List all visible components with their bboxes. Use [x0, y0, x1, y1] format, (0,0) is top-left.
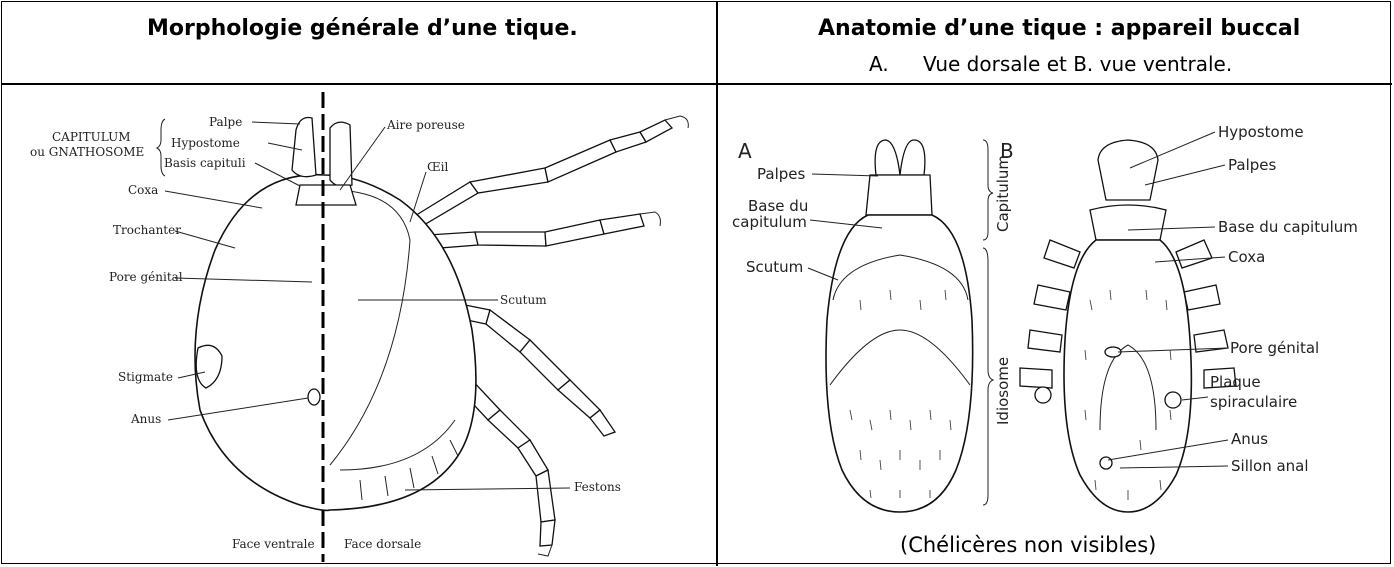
- label-hypostome-b: Hypostome: [1218, 123, 1304, 141]
- label-coxa-b: Coxa: [1228, 248, 1265, 266]
- region-bracket: [983, 140, 993, 505]
- label-pore-genital-b: Pore génital: [1230, 339, 1319, 357]
- label-festons: Festons: [574, 480, 621, 494]
- label-hypostome: Hypostome: [171, 136, 240, 150]
- label-scutum-a: Scutum: [746, 258, 803, 276]
- label-spiraculaire: spiraculaire: [1210, 393, 1297, 411]
- label-idiosome-region: Idiosome: [994, 357, 1012, 425]
- label-base-du-capitulum-b: Base du capitulum: [1218, 218, 1358, 236]
- label-plaque: Plaque: [1210, 373, 1261, 391]
- label-scutum: Scutum: [500, 293, 547, 307]
- label-oeil: Œil: [427, 160, 448, 174]
- label-pore-genital: Pore génital: [109, 270, 183, 284]
- label-trochanter: Trochanter: [113, 223, 181, 237]
- anus-shape: [308, 389, 320, 405]
- label-view-a: A: [738, 139, 752, 163]
- label-face-dorsale: Face dorsale: [344, 537, 421, 551]
- label-anus: Anus: [130, 412, 161, 426]
- label-capitulum-region: Capitulum: [994, 155, 1012, 232]
- dorsal-view-figure: [826, 140, 973, 512]
- label-anus-b: Anus: [1231, 430, 1268, 448]
- label-palpes-a: Palpes: [757, 165, 805, 183]
- label-face-ventrale: Face ventrale: [232, 537, 315, 551]
- label-basis-capituli: Basis capituli: [164, 156, 246, 170]
- label-stigmate: Stigmate: [118, 370, 173, 384]
- label-sillon-anal: Sillon anal: [1231, 457, 1309, 475]
- label-aire-poreuse: Aire poreuse: [386, 118, 465, 132]
- capitulum: [292, 118, 316, 177]
- label-palpe: Palpe: [209, 115, 242, 129]
- label-palpes-b: Palpes: [1228, 156, 1276, 174]
- label-capitulum-a: capitulum: [732, 213, 807, 231]
- label-gnathosome: ou GNATHOSOME: [30, 145, 144, 159]
- label-coxa: Coxa: [128, 183, 158, 197]
- label-capitulum: CAPITULUM: [52, 130, 131, 144]
